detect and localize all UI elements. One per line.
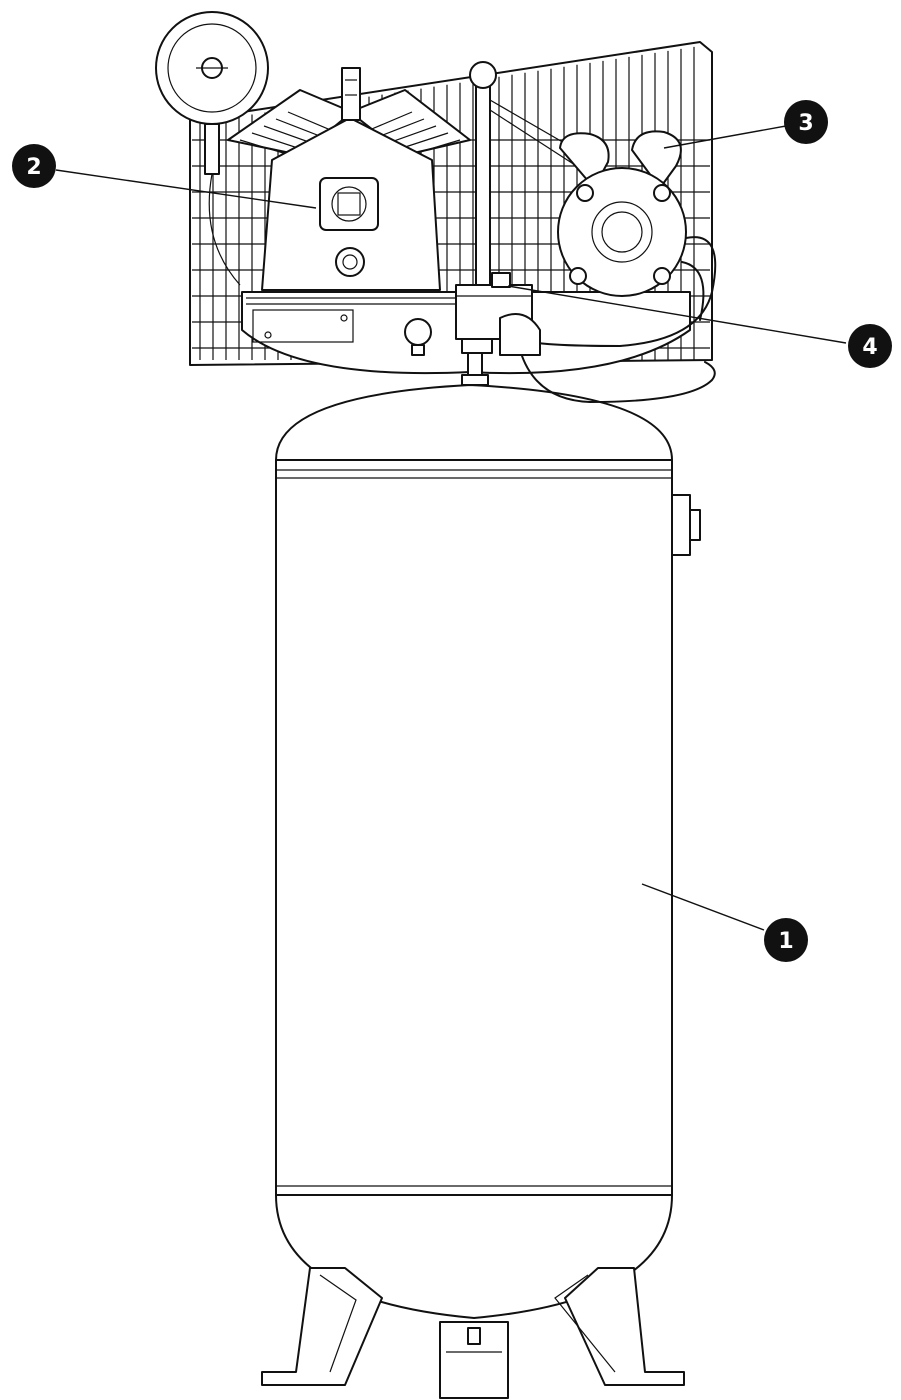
tank-feet xyxy=(261,1267,685,1399)
callout-2-label: 2 xyxy=(26,155,41,180)
electric-motor xyxy=(519,130,717,403)
callout-2: 2 xyxy=(12,144,56,188)
callout-3-label: 3 xyxy=(798,111,813,136)
pressure-gauge xyxy=(404,318,432,356)
callout-3: 3 xyxy=(784,100,828,144)
leader-line-3 xyxy=(663,125,787,149)
leader-line-4 xyxy=(507,285,847,344)
callout-4-label: 4 xyxy=(862,335,877,360)
callout-4: 4 xyxy=(848,324,892,368)
pressure-switch xyxy=(455,272,541,386)
leader-line-2 xyxy=(55,169,317,209)
air-tank xyxy=(275,384,701,1319)
compressor-pump xyxy=(227,67,471,291)
callout-1-label: 1 xyxy=(778,929,793,954)
callout-1: 1 xyxy=(764,918,808,962)
air-intake-filter xyxy=(155,11,269,286)
leader-line-1 xyxy=(641,883,765,931)
